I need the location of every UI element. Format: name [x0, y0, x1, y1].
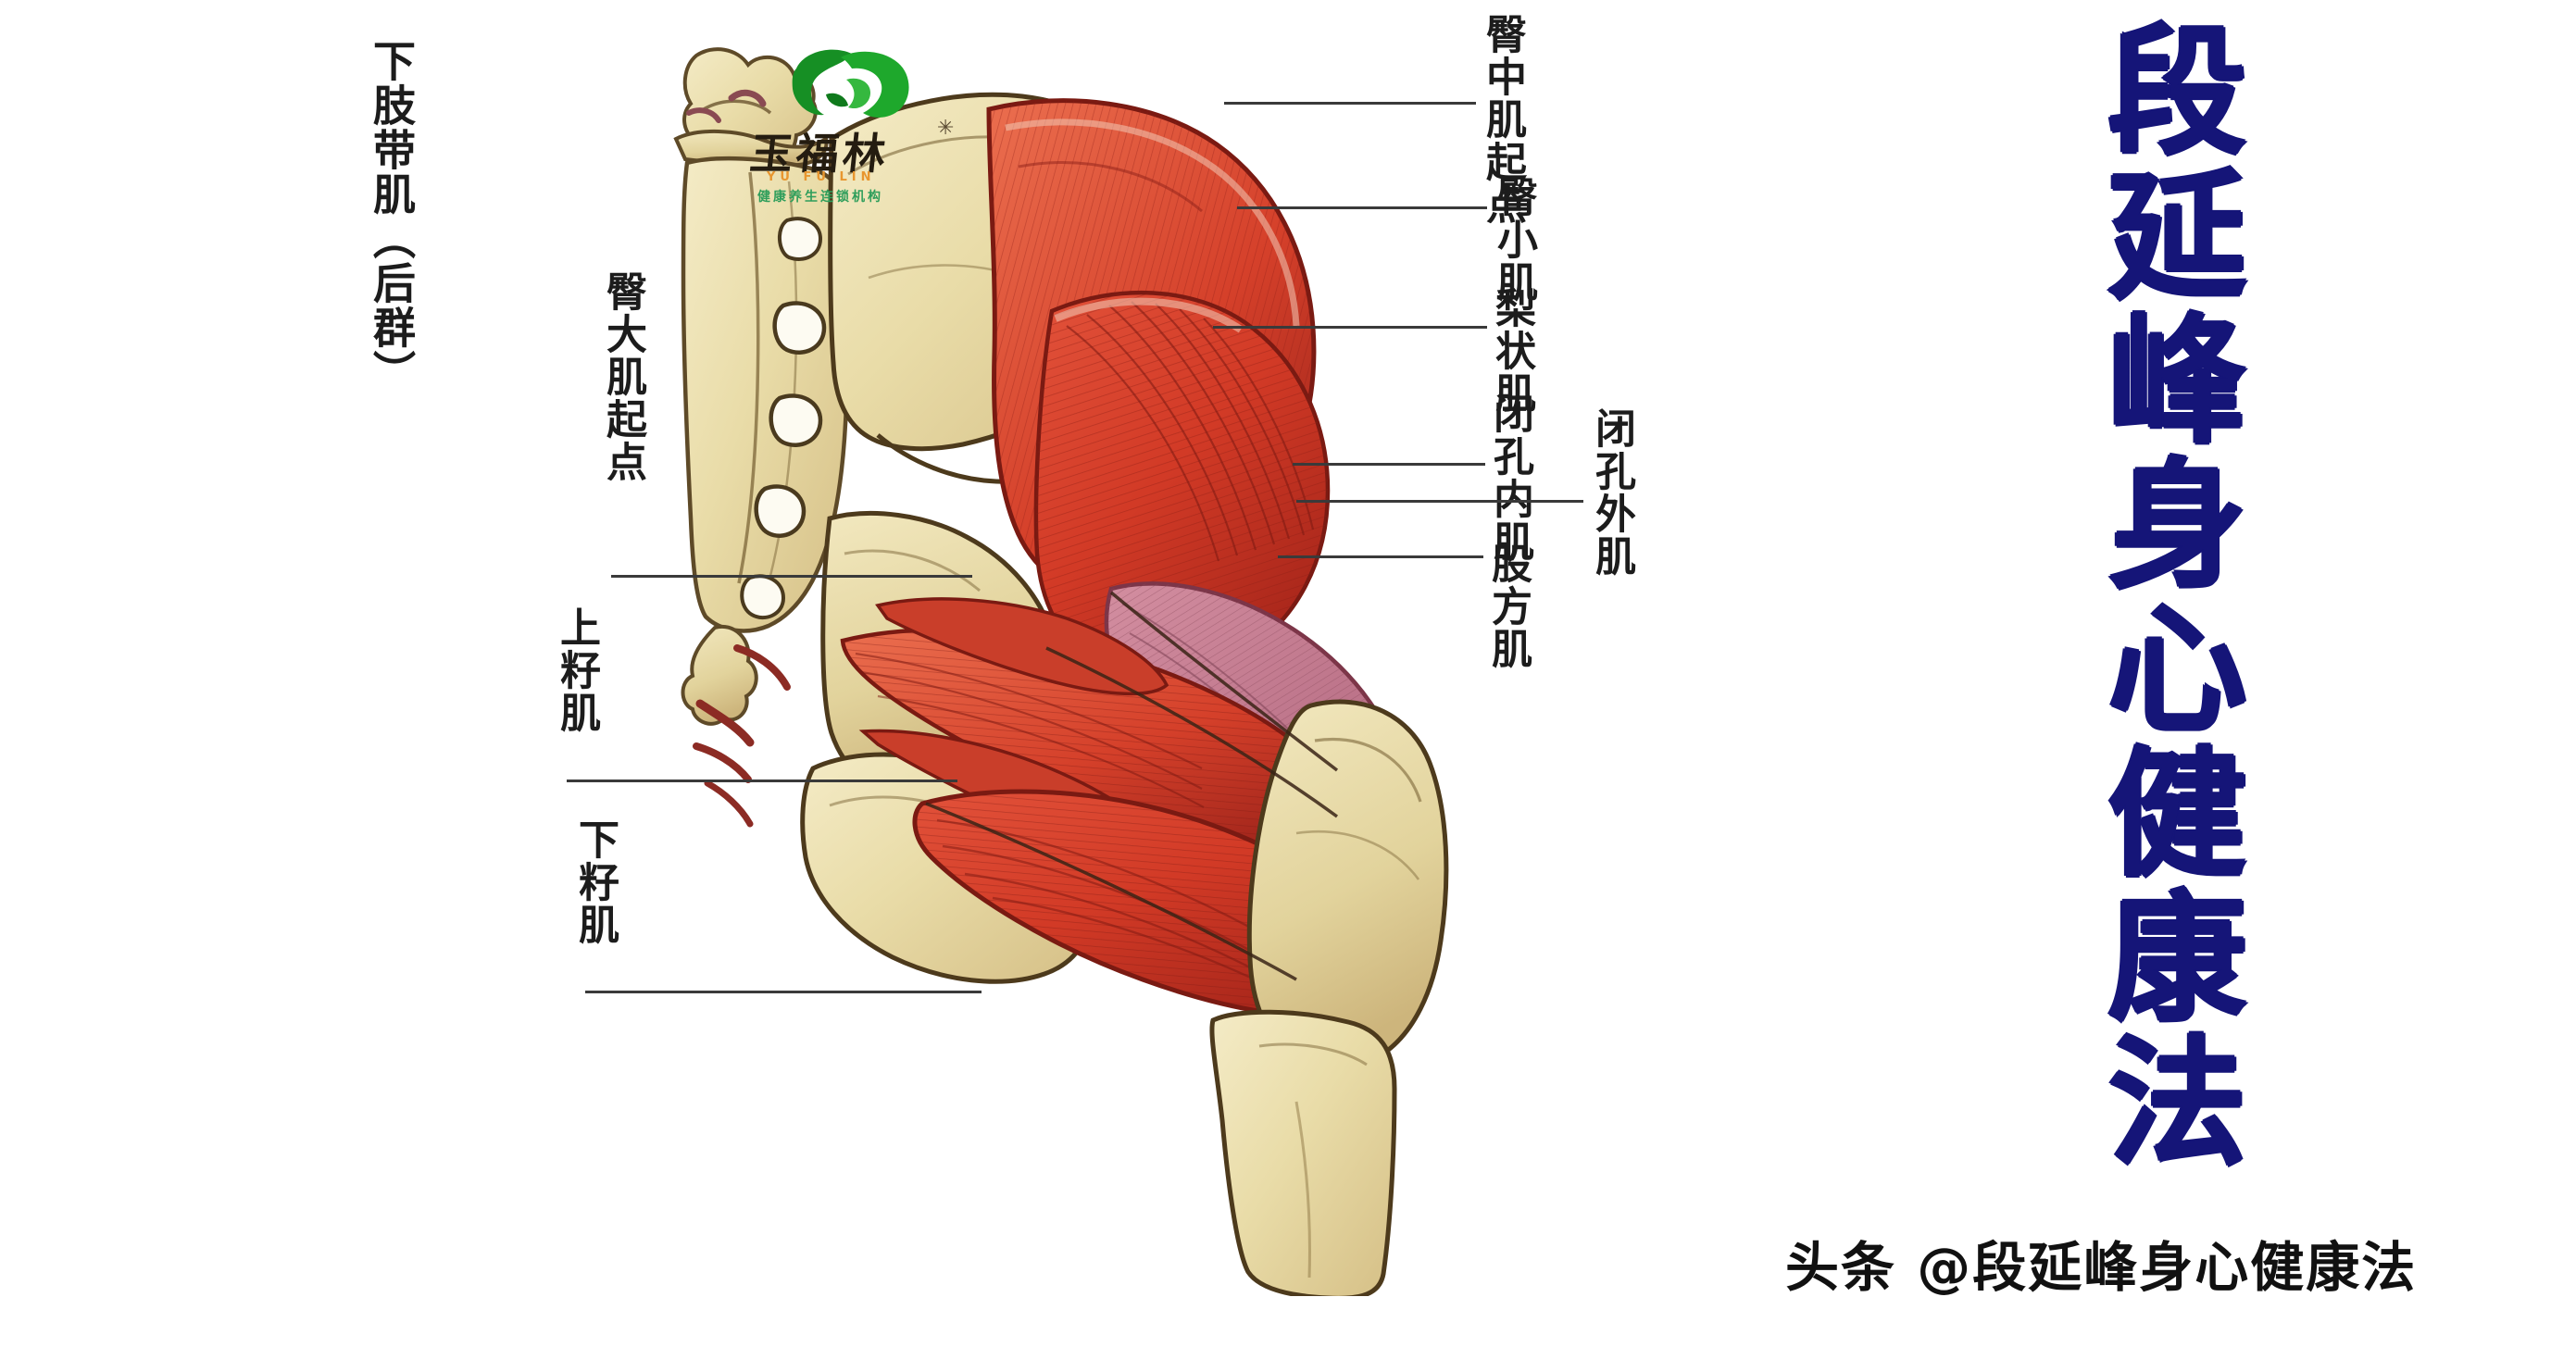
label-gluteus-maximus-origin: 臀大肌起点	[599, 270, 646, 483]
label-gluteus-medius-origin: 臀中肌起点	[1479, 13, 1526, 226]
leader-obturator-externus	[1296, 500, 1583, 503]
leader-piriformis	[1213, 326, 1487, 329]
anatomy-outline-accents	[925, 591, 1339, 981]
leader-gluteus-minimus	[1237, 206, 1487, 209]
sacral-foramina	[740, 217, 827, 620]
leader-gluteus-maximus-origin	[611, 575, 972, 578]
leader-obturator-internus	[1293, 463, 1485, 466]
leader-superior-gemellus	[567, 780, 957, 782]
leader-gluteus-medius-origin	[1224, 102, 1476, 105]
femur-and-greater-trochanter	[1209, 699, 1449, 1301]
anatomy-illustration	[648, 0, 1500, 1301]
logo-star-icon: ✳	[937, 117, 955, 140]
label-superior-gemellus: 上籽肌	[553, 606, 600, 734]
label-gluteus-minimus: 臀小肌	[1490, 176, 1537, 304]
coccyx-and-ligaments	[681, 624, 791, 828]
green-leaf-monogram-icon	[792, 49, 909, 118]
sacrum-and-lumbar-spine	[673, 47, 851, 633]
brand-logo: 玉福林 YU FU LIN 健康养生连锁机构 ✳	[746, 39, 959, 215]
group-label-lower-limb-girdle-posterior: 下肢带肌（后群）	[367, 39, 417, 394]
leader-inferior-gemellus	[585, 991, 982, 993]
label-inferior-gemellus: 下籽肌	[571, 818, 619, 946]
logo-tagline-top: YU FU LIN	[767, 170, 876, 184]
label-quadratus-femoris: 股方肌	[1484, 543, 1532, 670]
logo-tagline-bottom: 健康养生连锁机构	[757, 190, 883, 205]
anatomy-svg	[673, 47, 1449, 1301]
watermark-text: 头条 @段延峰身心健康法	[1785, 1236, 2418, 1299]
leader-quadratus-femoris	[1278, 555, 1483, 558]
logo-wordmark: 玉福林	[747, 129, 892, 179]
label-obturator-externus: 闭孔外肌	[1588, 407, 1635, 578]
label-obturator-internus: 闭孔内肌	[1486, 393, 1533, 563]
page-title: 段延峰身心健康法	[2084, 19, 2247, 1174]
label-piriformis: 梨状肌	[1488, 287, 1535, 415]
